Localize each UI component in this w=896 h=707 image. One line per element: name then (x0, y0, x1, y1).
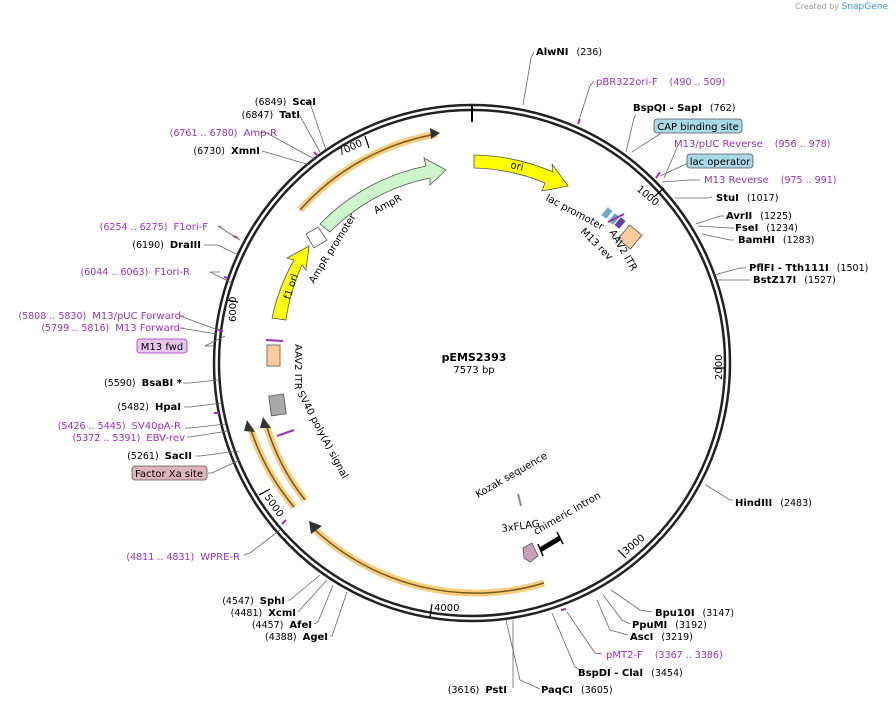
primer-m13-puc-reverse[interactable]: M13/pUC Reverse(956 .. 978) (674, 139, 831, 150)
site-pflfi-tth111i[interactable]: PflFI - Tth111I(1501) (749, 263, 868, 274)
site-avrii[interactable]: AvrII(1225) (726, 211, 792, 222)
lac-operator-label[interactable]: lac operator (690, 157, 751, 168)
site-psti[interactable]: (3616)PstI (448, 685, 507, 696)
factor-xa-site-label[interactable]: Factor Xa site (135, 469, 203, 480)
kozak-label: Kozak sequence (474, 451, 549, 501)
primer-f1ori-f[interactable]: (6254 .. 6275)F1ori-F (100, 222, 209, 233)
site-bsabi[interactable]: (5590)BsaBI * (104, 378, 183, 389)
site-scai[interactable]: (6849)ScaI (255, 97, 316, 108)
primer-sv40pa-r[interactable]: (5426 .. 5445)SV40pA-R (58, 421, 181, 432)
primer-f1ori-r[interactable]: (6044 .. 6063)F1ori-R (80, 267, 190, 278)
plasmid-length: 7573 bp (453, 365, 494, 376)
site-hindiii[interactable]: HindIII(2483) (735, 498, 812, 509)
site-stui[interactable]: StuI(1017) (716, 193, 778, 204)
site-bstz17i[interactable]: BstZ17I(1527) (753, 275, 836, 286)
site-fsei[interactable]: FseI(1234) (735, 223, 798, 234)
primer-amp-r[interactable]: (6761 .. 6780)Amp-R (170, 128, 277, 139)
site-tati[interactable]: (6847)TatI (242, 110, 300, 121)
ori-feature (473, 154, 569, 192)
aav2-itr-right-feature (617, 224, 643, 250)
site-bspdi-clai[interactable]: BspDI - ClaI(3454) (578, 668, 683, 679)
primer-ebv-rev[interactable]: (5372 .. 5391)EBV-rev (72, 433, 185, 444)
snapgene-credit: Created by SnapGene (795, 2, 888, 12)
ori-label: ori (509, 160, 524, 173)
ampr-promoter-feature (305, 226, 328, 249)
site-xcmi[interactable]: (4481)XcmI (231, 608, 296, 619)
aav2-itr-left-feature (266, 344, 281, 367)
sv40-label: SV40 poly(A) signal (294, 389, 350, 480)
chimeric-intron-label: chimeric intron (532, 490, 603, 537)
tick-2000: 2000 (714, 355, 725, 380)
site-asci[interactable]: AscI(3219) (630, 632, 693, 643)
site-bamhi[interactable]: BamHI(1283) (738, 235, 814, 246)
cap-binding-site-label[interactable]: CAP binding site (657, 122, 739, 133)
m13-rev-marker (614, 217, 626, 229)
tick-1000: 1000 (634, 184, 661, 209)
primer-pmt2-f[interactable]: pMT2-F(3367 .. 3386) (606, 650, 723, 661)
cap-site-marker (601, 207, 613, 219)
site-sacii[interactable]: (5261)SacII (127, 451, 192, 462)
leader-lines-left (179, 101, 348, 637)
site-sphi[interactable]: (4547)SphI (222, 596, 285, 607)
snapgene-brand: SnapGene (841, 2, 888, 12)
tick-6000: 6000 (228, 297, 239, 322)
lac-promoter-label: lac promoter (544, 193, 606, 233)
sv40-polya-feature (268, 393, 287, 417)
primer-m13-forward[interactable]: (5799 .. 5816)M13 Forward (41, 323, 180, 334)
plasmid-name: pEMS2393 (442, 351, 507, 364)
m13-fwd-label[interactable]: M13 fwd (141, 342, 183, 353)
leader-lines-right (505, 51, 750, 690)
primer-m13-puc-forward[interactable]: (5808 .. 5830)M13/pUC Forward (18, 311, 181, 322)
primer-pbr322ori-f[interactable]: pBR322ori-F(490 .. 509) (596, 77, 725, 88)
site-xmni[interactable]: (6730)XmnI (193, 146, 260, 157)
site-afei[interactable]: (4457)AfeI (252, 620, 312, 631)
primer-wpre-r[interactable]: (4811 .. 4831)WPRE-R (126, 552, 240, 563)
site-paqci[interactable]: PaqCI(3605) (541, 685, 613, 696)
primer-m13-reverse[interactable]: M13 Reverse(975 .. 991) (704, 175, 837, 186)
site-bspqi-sapi[interactable]: BspQI - SapI(762) (633, 103, 735, 114)
tick-3000: 3000 (621, 533, 648, 558)
site-ppumi[interactable]: PpuMI(3192) (632, 620, 707, 631)
orange-band-left-inner (262, 423, 308, 503)
tick-4000: 4000 (434, 603, 459, 614)
chimeric-intron-feature (538, 535, 562, 553)
ampr-feature (319, 157, 447, 233)
site-alwni[interactable]: AlwNI(236) (536, 47, 602, 58)
flag-feature (522, 542, 539, 563)
flag-label: 3xFLAG (501, 519, 540, 535)
site-agei[interactable]: (4388)AgeI (265, 632, 328, 643)
site-bpu10i[interactable]: Bpu10I(3147) (655, 608, 734, 619)
aav2-itr-left-label: AAV2 ITR (292, 344, 303, 390)
f1-ori-feature (271, 245, 310, 321)
site-hpai[interactable]: (5482)HpaI (117, 402, 181, 413)
site-draiii[interactable]: (6190)DraIII (132, 240, 201, 251)
